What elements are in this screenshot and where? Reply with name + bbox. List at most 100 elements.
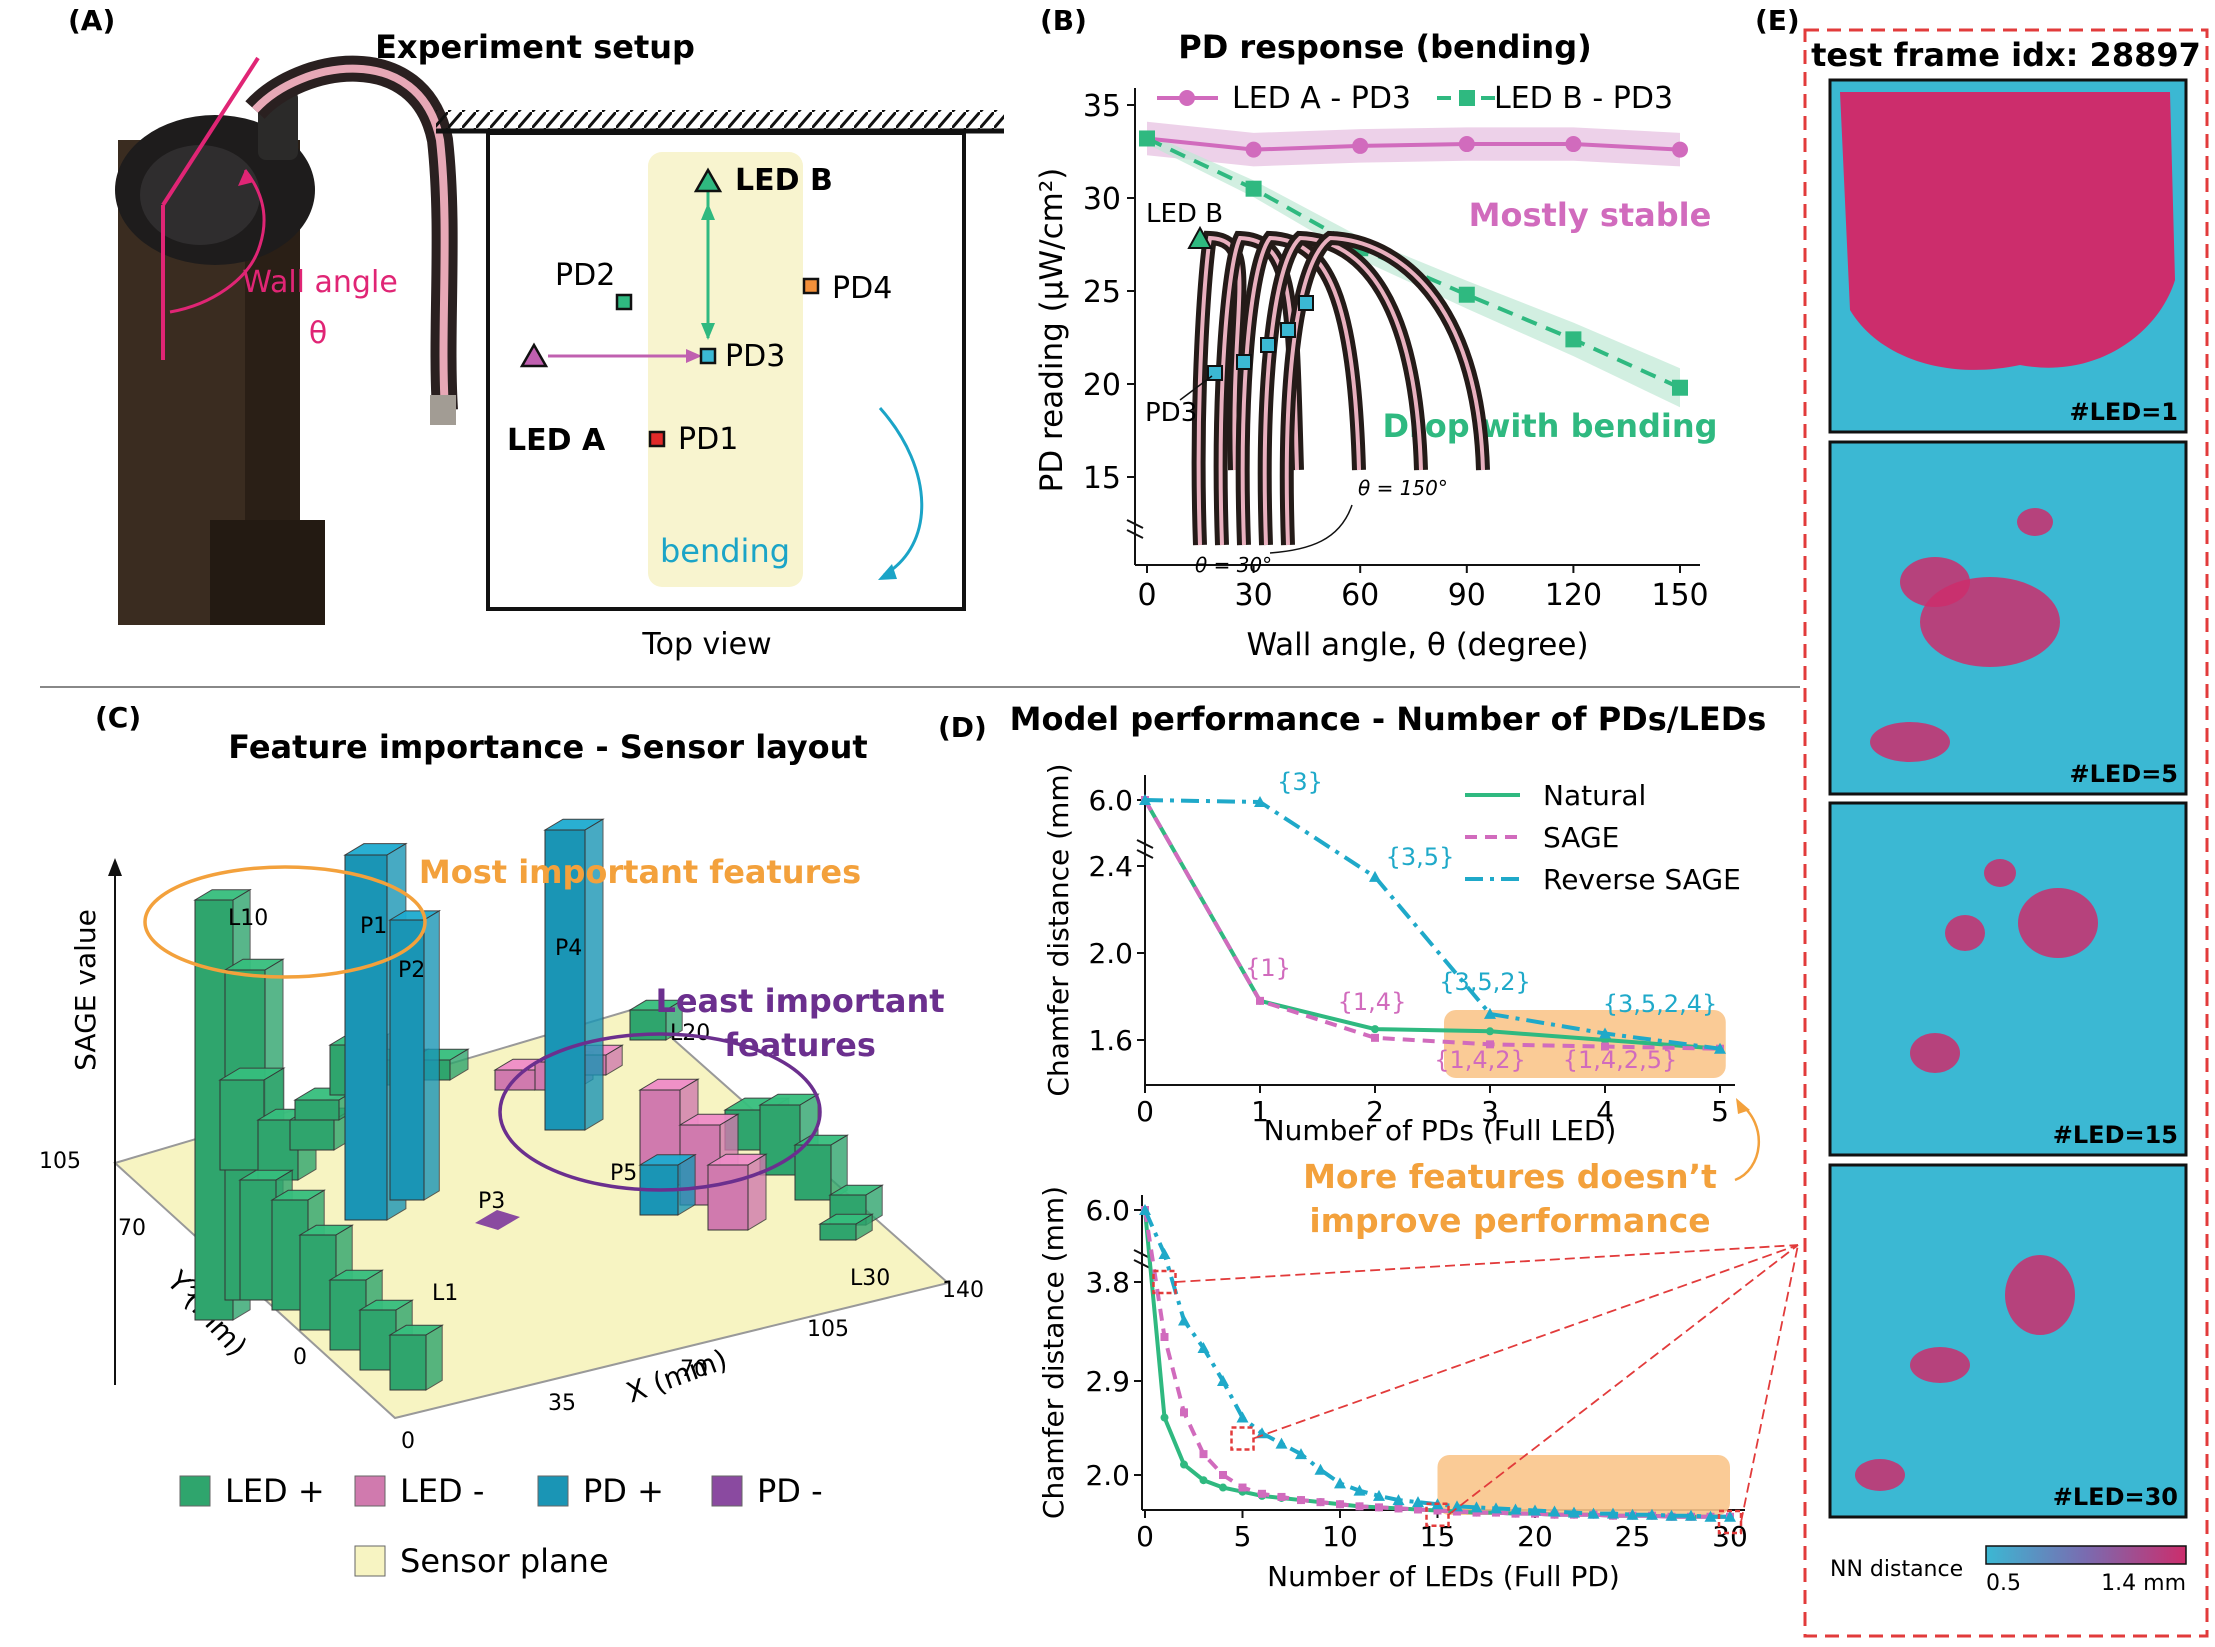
panel-a-label: (A) xyxy=(68,4,115,37)
top-view-label: Top view xyxy=(641,627,771,662)
x-tick-label: 30 xyxy=(1235,578,1273,613)
panel-e-frame xyxy=(1803,28,2209,1638)
data-point xyxy=(1197,1342,1210,1353)
panel-d-title: Model performance - Number of PDs/LEDs xyxy=(1010,700,1767,738)
data-point xyxy=(1490,1502,1502,1514)
least-important-ellipse xyxy=(498,1032,822,1192)
x-tick-label: 15 xyxy=(1420,1520,1456,1553)
bending-label: bending xyxy=(660,532,790,570)
legend-swatch xyxy=(354,1475,386,1507)
inset-pd-marker xyxy=(1260,337,1276,353)
callout-line xyxy=(1253,1244,1799,1440)
panel-c: (C) Feature importance - Sensor layout S… xyxy=(39,701,984,1580)
legend-marker xyxy=(1459,90,1475,106)
x-tick-label: 105 xyxy=(807,1317,849,1342)
x-tick-label: 140 xyxy=(942,1278,984,1303)
y-tick-label: 2.0 xyxy=(1085,1459,1130,1492)
x-axis-label: Number of PDs (Full LED) xyxy=(1264,1114,1617,1147)
led-neg-bar-side xyxy=(747,1153,767,1231)
data-point xyxy=(1369,870,1381,882)
panel-c-title: Feature importance - Sensor layout xyxy=(228,728,867,766)
data-point xyxy=(1704,1510,1717,1522)
nn-distance-blob xyxy=(1910,1347,1970,1383)
frame-label: #LED=15 xyxy=(2053,1121,2178,1149)
data-point xyxy=(1394,1504,1403,1513)
legend-label: Sensor plane xyxy=(400,1542,609,1580)
data-point xyxy=(1158,1248,1171,1259)
highlight-region xyxy=(1444,1010,1726,1078)
inset-pd-marker xyxy=(1236,354,1252,370)
y-tick-label: 25 xyxy=(1083,275,1121,310)
inset-led-label: LED B xyxy=(1146,199,1223,229)
y-tick-label: 1.6 xyxy=(1088,1024,1133,1057)
pd-pos-bar-side xyxy=(677,1153,696,1216)
set-label-reverse: {3,5,2} xyxy=(1439,968,1531,996)
nn-distance-frames: #LED=1#LED=5#LED=15#LED=30 xyxy=(1828,78,2188,1519)
x-tick-label: 150 xyxy=(1651,578,1708,613)
pd-pos-bar-side xyxy=(584,818,604,1131)
legend-label: Reverse SAGE xyxy=(1543,863,1741,896)
panel-e-title: test frame idx: 28897 xyxy=(1811,36,2201,74)
series-line-0 xyxy=(1143,799,1721,1051)
series-line-2 xyxy=(1144,798,1721,1051)
y-axis-label: Chamfer distance (mm) xyxy=(1042,763,1075,1096)
data-point xyxy=(1453,1507,1461,1516)
y-tick-label: 3.8 xyxy=(1085,1266,1130,1299)
y-tick-label: 20 xyxy=(1083,368,1121,403)
x-tick-label: 10 xyxy=(1322,1520,1358,1553)
led-pos-bar xyxy=(819,1223,857,1241)
inset-strip-highlight xyxy=(1240,235,1361,546)
axis-break xyxy=(1133,1249,1151,1269)
x-tick-label: 0 xyxy=(1136,1095,1154,1128)
nn-distance-blob xyxy=(1840,92,2175,370)
data-point xyxy=(1714,1042,1726,1054)
pd-neg-bar xyxy=(475,1210,520,1230)
panel-a-title: Experiment setup xyxy=(375,28,695,66)
y-tick-label: 2.4 xyxy=(1088,850,1133,883)
data-point xyxy=(1256,1427,1268,1439)
pd-pos-bar-side xyxy=(423,909,440,1201)
data-point xyxy=(1665,1509,1678,1521)
data-point xyxy=(1626,1508,1639,1520)
led-pos-bar xyxy=(389,1334,427,1391)
data-point xyxy=(1371,1025,1379,1034)
frame-label: #LED=1 xyxy=(2069,398,2178,426)
y-tick-label: 0 xyxy=(293,1345,307,1370)
led-pos-bar-side xyxy=(855,1213,873,1241)
inset-pd-marker xyxy=(1298,295,1314,311)
panel-c-label: (C) xyxy=(95,701,141,734)
data-point xyxy=(1199,1450,1208,1459)
wall-angle-label: Wall angle xyxy=(242,265,398,300)
data-point xyxy=(1238,1483,1247,1492)
colorbar-label: NN distance xyxy=(1830,1557,1963,1582)
colorbar-min: 0.5 xyxy=(1986,1571,2021,1596)
legend-label: LED - xyxy=(400,1472,484,1510)
y-tick-label: 70 xyxy=(118,1216,146,1241)
data-point xyxy=(1258,1489,1266,1498)
data-point xyxy=(1139,130,1155,147)
nn-distance-blob xyxy=(1910,1033,1960,1073)
pd-pos-bar xyxy=(344,854,388,1221)
x-tick-label: 35 xyxy=(548,1391,576,1416)
y-tick-label: 2.9 xyxy=(1085,1365,1130,1398)
data-point xyxy=(1180,1460,1188,1469)
nn-distance-blob xyxy=(1984,859,2016,887)
y-axis-label: Chamfer distance (mm) xyxy=(1037,1186,1070,1519)
data-point xyxy=(1601,1042,1609,1051)
y-tick-label: 35 xyxy=(1083,89,1121,124)
data-point xyxy=(1486,1040,1494,1049)
led-pos-bar xyxy=(289,1119,335,1151)
legend-marker xyxy=(1179,90,1195,106)
x-tick-label: 3 xyxy=(1481,1095,1499,1128)
least-important-label: Least important xyxy=(655,982,944,1020)
x-tick-label: 0 xyxy=(1136,1520,1154,1553)
inset-pd-marker xyxy=(1280,322,1296,338)
inset-strip-highlight xyxy=(1196,235,1242,546)
x-tick-label: 5 xyxy=(1234,1520,1252,1553)
data-point xyxy=(1470,1501,1483,1513)
led-pos-bar-side xyxy=(425,1324,443,1391)
